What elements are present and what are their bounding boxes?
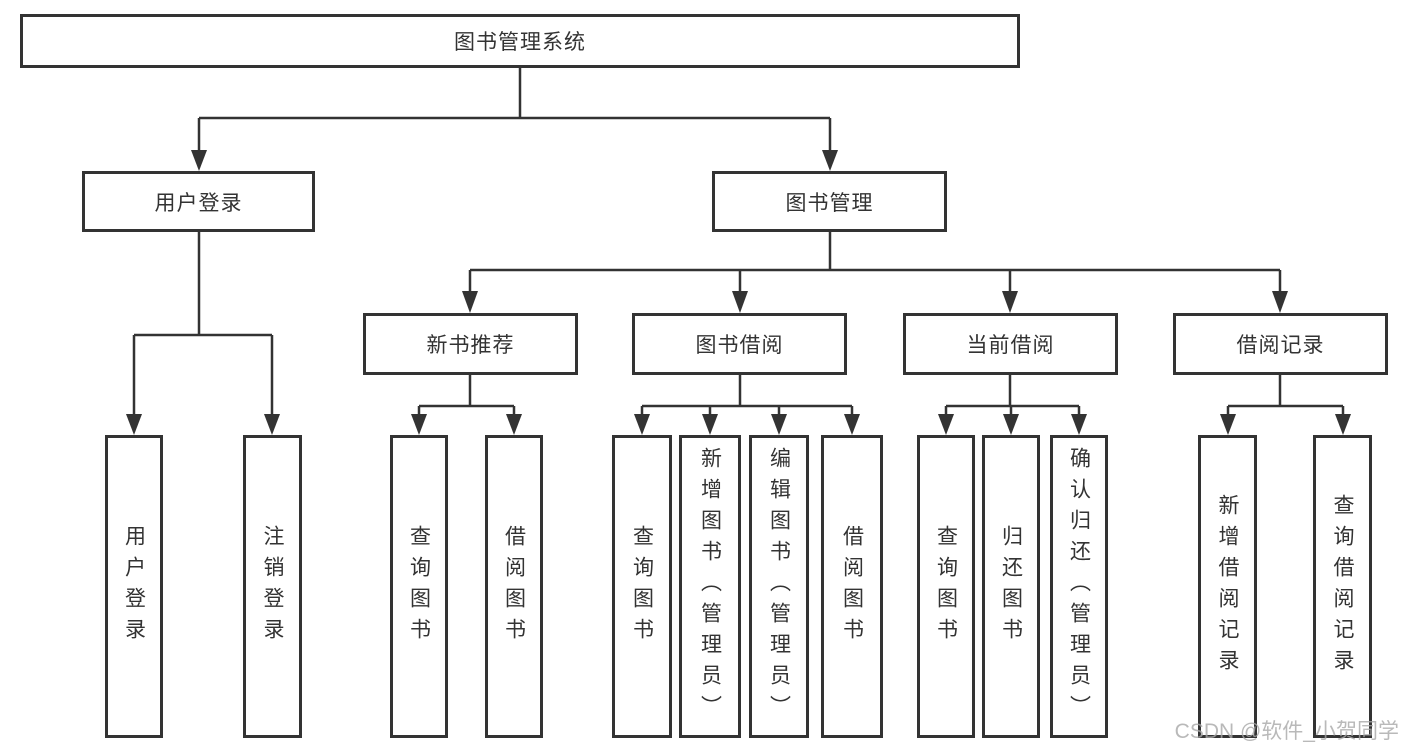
- node-label: 编辑图书（管理员）: [767, 447, 791, 726]
- arrowhead-icon: [844, 414, 860, 435]
- arrowhead-icon: [506, 414, 522, 435]
- node-label: 借阅记录: [1236, 334, 1325, 357]
- node-label: 新增图书（管理员）: [698, 447, 722, 726]
- node-label: 新增借阅记录: [1216, 493, 1239, 680]
- leaf-add-borrow-record: 新增借阅记录: [1198, 435, 1257, 738]
- arrowhead-icon: [264, 414, 280, 435]
- node-label: 查询图书: [407, 524, 431, 649]
- leaf-query-borrow-record: 查询借阅记录: [1313, 435, 1372, 738]
- node-label: 注销登录: [261, 524, 284, 649]
- node-current-borrow: 当前借阅: [903, 313, 1118, 375]
- node-label: 当前借阅: [966, 334, 1055, 357]
- arrowhead-icon: [191, 150, 207, 171]
- arrowhead-icon: [1002, 291, 1018, 313]
- leaf-return-book: 归还图书: [982, 435, 1040, 738]
- leaf-user-login: 用户登录: [105, 435, 163, 738]
- node-book-management: 图书管理: [712, 171, 947, 232]
- arrowhead-icon: [1003, 414, 1019, 435]
- node-new-book-recommend: 新书推荐: [363, 313, 578, 375]
- node-label: 查询借阅记录: [1331, 493, 1354, 680]
- connector-book-borrow: [634, 375, 860, 435]
- node-label: 用户登录: [122, 524, 146, 649]
- node-label: 归还图书: [999, 524, 1023, 649]
- leaf-edit-book-admin: 编辑图书（管理员）: [749, 435, 809, 738]
- leaf-query-books-borrow: 查询图书: [612, 435, 672, 738]
- arrowhead-icon: [822, 150, 838, 171]
- node-label: 借阅图书: [502, 524, 526, 649]
- arrowhead-icon: [1220, 414, 1236, 435]
- node-label: 图书管理系统: [454, 31, 586, 54]
- node-label: 查询图书: [934, 524, 958, 649]
- connector-new-book-recommend: [411, 375, 522, 435]
- leaf-add-book-admin: 新增图书（管理员）: [679, 435, 741, 738]
- leaf-logout: 注销登录: [243, 435, 302, 738]
- arrowhead-icon: [1071, 414, 1087, 435]
- connector-root-to-level2: [191, 67, 838, 171]
- leaf-borrow-books-recommend: 借阅图书: [485, 435, 543, 738]
- node-label: 图书管理: [785, 191, 874, 215]
- arrowhead-icon: [411, 414, 427, 435]
- node-label: 确认归还（管理员）: [1067, 447, 1091, 726]
- node-label: 用户登录: [154, 191, 243, 215]
- leaf-query-books-current: 查询图书: [917, 435, 975, 738]
- node-label: 新书推荐: [426, 334, 515, 357]
- arrowhead-icon: [702, 414, 718, 435]
- leaf-query-books-recommend: 查询图书: [390, 435, 448, 738]
- arrowhead-icon: [126, 414, 142, 435]
- arrowhead-icon: [732, 291, 748, 313]
- leaf-borrow-books: 借阅图书: [821, 435, 883, 738]
- node-root: 图书管理系统: [20, 14, 1020, 68]
- node-label: 查询图书: [630, 524, 654, 649]
- arrowhead-icon: [771, 414, 787, 435]
- arrowhead-icon: [1272, 291, 1288, 313]
- node-borrow-records: 借阅记录: [1173, 313, 1388, 375]
- node-label: 图书借阅: [695, 334, 784, 357]
- node-user-login-branch: 用户登录: [82, 171, 315, 232]
- connector-user-login-branch: [126, 232, 280, 435]
- arrowhead-icon: [634, 414, 650, 435]
- arrowhead-icon: [938, 414, 954, 435]
- leaf-confirm-return-admin: 确认归还（管理员）: [1050, 435, 1108, 738]
- watermark: CSDN @软件_小贺同学: [1174, 720, 1399, 743]
- node-book-borrow: 图书借阅: [632, 313, 847, 375]
- connector-borrow-records: [1220, 375, 1351, 435]
- arrowhead-icon: [462, 291, 478, 313]
- connector-book-management-branch: [462, 232, 1288, 313]
- arrowhead-icon: [1335, 414, 1351, 435]
- connector-current-borrow: [938, 375, 1087, 435]
- node-label: 借阅图书: [840, 524, 864, 649]
